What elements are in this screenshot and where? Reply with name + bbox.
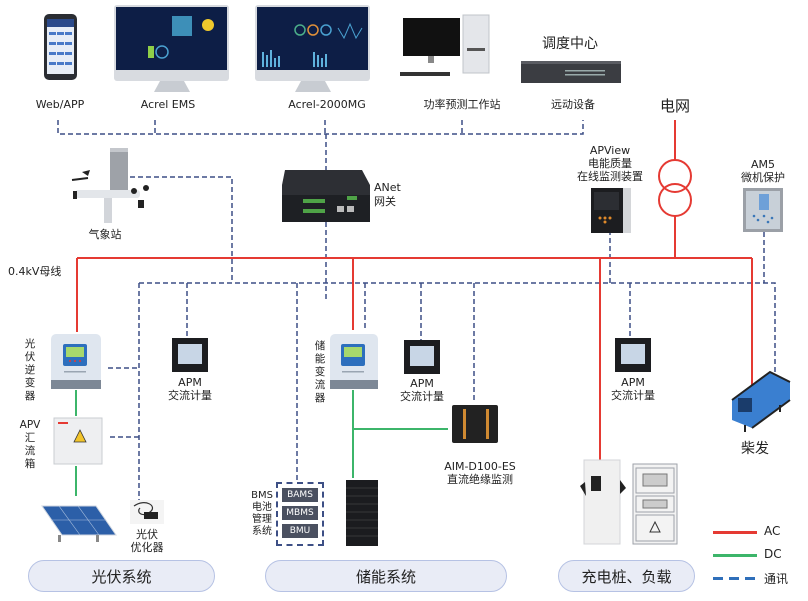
section-storage-system: 储能系统 xyxy=(265,560,507,592)
char: 光 xyxy=(24,338,36,350)
char: 流 xyxy=(24,445,36,457)
rack-server-icon xyxy=(521,61,621,83)
bms-group: BAMS MBMS BMU xyxy=(276,482,324,546)
anet-gateway-icon xyxy=(282,170,370,222)
bms-item-bmu: BMU xyxy=(282,524,318,538)
am5-device-icon xyxy=(743,188,783,232)
pv-inverter-icon xyxy=(51,334,101,389)
diesel-generator-icon xyxy=(731,370,791,432)
legend-ac-label: AC xyxy=(764,524,781,538)
optimizer-label-1: 光伏 xyxy=(136,528,158,541)
smartphone-icon xyxy=(44,14,77,80)
char: 储 xyxy=(314,340,326,352)
pv-inverter-label: 光 伏 逆 变 器 xyxy=(24,338,36,403)
distribution-cabinet-icon xyxy=(632,463,678,545)
grid-label: 电网 xyxy=(659,97,690,115)
bms-label: BMS 电池 管理 系统 xyxy=(250,490,274,538)
dispatch-center-label: 调度中心 xyxy=(542,36,598,52)
monitor-2000mg-icon xyxy=(255,5,370,92)
insulation-name: AIM-D100-ES xyxy=(444,460,516,473)
insulation-monitor-icon xyxy=(452,405,498,443)
legend-dc-label: DC xyxy=(764,547,782,561)
apm-meter-storage-icon xyxy=(404,340,440,374)
comm-lines xyxy=(57,120,776,502)
telecontrol-device-label: 远动设备 xyxy=(551,98,595,111)
transformer-coil-bottom xyxy=(658,183,692,217)
apm-meter-pv-icon xyxy=(172,338,208,372)
acrel-ems-label: Acrel EMS xyxy=(140,98,196,111)
char: 能 xyxy=(314,353,326,365)
comm-main-bus xyxy=(139,282,776,390)
char: 电池 xyxy=(252,502,272,513)
legend-comm-swatch xyxy=(713,577,757,580)
apview-device-icon xyxy=(591,188,631,233)
apview-line1: 电能质量 xyxy=(588,157,632,170)
am5-name: AM5 xyxy=(750,158,775,171)
bms-item-mbms: MBMS xyxy=(282,506,318,520)
pv-optimizer-icon xyxy=(130,500,164,524)
apm-meter-load-icon xyxy=(615,338,651,372)
load-meter-name: APM xyxy=(621,376,645,389)
storage-meter-desc: 交流计量 xyxy=(400,390,444,403)
weather-station-icon xyxy=(71,148,149,223)
load-meter-desc: 交流计量 xyxy=(611,389,655,402)
anet-desc: 网关 xyxy=(374,195,396,208)
desktop-computer-icon xyxy=(400,14,490,76)
char: APV xyxy=(19,419,41,431)
solar-panel-icon xyxy=(41,505,117,542)
diesel-label: 柴发 xyxy=(741,441,769,457)
char: BMS xyxy=(251,490,273,501)
weather-station-label: 气象站 xyxy=(88,228,122,241)
pv-meter-desc: 交流计量 xyxy=(168,389,212,402)
char: 变 xyxy=(24,377,36,389)
battery-rack-icon xyxy=(346,480,378,546)
storage-pcs-label: 储 能 变 流 器 xyxy=(314,340,326,405)
transformer-coil-top xyxy=(658,159,692,193)
apview-line2: 在线监测装置 xyxy=(577,170,643,183)
combiner-label: APV 汇 流 箱 xyxy=(18,419,42,471)
char: 伏 xyxy=(24,351,36,363)
section-pv-system: 光伏系统 xyxy=(28,560,215,592)
comm-weather xyxy=(130,176,233,283)
legend-comm-label: 通讯 xyxy=(764,572,789,586)
web-app-label: Web/APP xyxy=(35,98,85,111)
acrel-2000mg-label: Acrel-2000MG xyxy=(288,98,366,111)
anet-name: ANet xyxy=(374,181,401,194)
char: 箱 xyxy=(24,458,36,470)
storage-meter-name: APM xyxy=(410,377,434,390)
optimizer-label-2: 优化器 xyxy=(130,541,164,554)
pv-meter-name: APM xyxy=(178,376,202,389)
power-forecast-workstation-label: 功率预测工作站 xyxy=(423,98,501,111)
char: 逆 xyxy=(24,364,36,376)
dc-lines xyxy=(75,390,448,496)
legend-dc-swatch xyxy=(713,554,757,557)
comm-top-bus xyxy=(57,120,584,135)
ev-charger-icon xyxy=(580,459,626,545)
char: 系统 xyxy=(252,526,272,537)
bus-label: 0.4kV母线 xyxy=(8,265,62,278)
apview-name: APView xyxy=(589,144,631,157)
legend-ac-swatch xyxy=(713,531,757,534)
char: 器 xyxy=(314,392,326,404)
storage-pcs-icon xyxy=(330,334,378,389)
char: 变 xyxy=(314,366,326,378)
char: 管理 xyxy=(252,514,272,525)
char: 汇 xyxy=(24,432,36,444)
am5-desc: 微机保护 xyxy=(741,171,785,184)
char: 流 xyxy=(314,379,326,391)
insulation-desc: 直流绝缘监测 xyxy=(447,473,513,486)
combiner-box-icon xyxy=(53,417,103,465)
char: 器 xyxy=(24,390,36,402)
bms-item-bams: BAMS xyxy=(282,488,318,502)
section-charger-load: 充电桩、负载 xyxy=(558,560,695,592)
monitor-ems-icon xyxy=(114,5,229,92)
